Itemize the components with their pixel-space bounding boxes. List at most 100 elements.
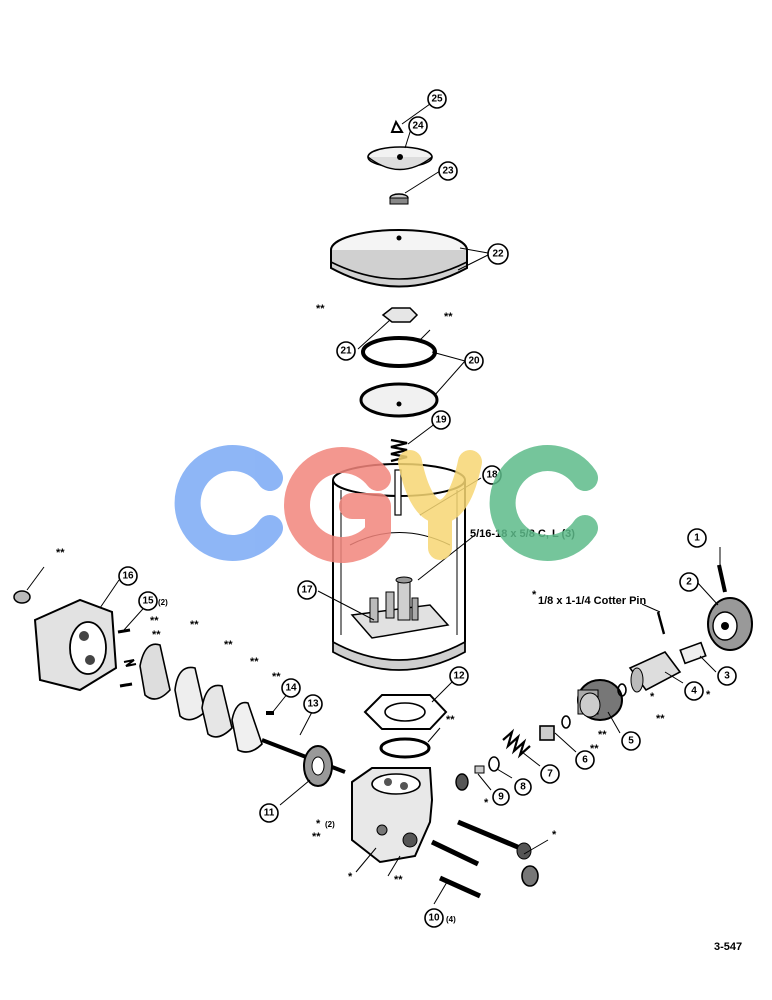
- figure-id: 3-547: [714, 941, 742, 953]
- svg-text:12: 12: [453, 671, 465, 682]
- watermark-y-yellow: [398, 450, 482, 560]
- part-4-stem: [628, 651, 682, 693]
- svg-text:*: *: [706, 689, 711, 701]
- svg-text:6: 6: [582, 755, 588, 766]
- callout-1: 1: [687, 528, 707, 548]
- part-10-bolt-a: [457, 819, 532, 860]
- asterisk-marks: ** ** ** ** ** ** ** ** ** ** * ** ** * …: [56, 303, 711, 886]
- svg-text:**: **: [444, 311, 453, 323]
- svg-text:3: 3: [724, 671, 730, 682]
- svg-text:**: **: [152, 629, 161, 641]
- left-springs: [123, 659, 137, 667]
- callout-2: 2: [679, 572, 699, 592]
- svg-text:15: 15: [142, 596, 154, 607]
- callout-25: 25: [427, 89, 447, 109]
- svg-text:**: **: [150, 615, 159, 627]
- part-20-upper-gasket: [361, 336, 437, 368]
- part-16-housing: [33, 598, 118, 692]
- callout-4: 4: [684, 681, 704, 701]
- callout-16: 16: [118, 566, 138, 586]
- watermark-c-blue: [174, 445, 283, 561]
- part-10-bolt-c: [438, 875, 482, 899]
- watermark-c-green: [489, 445, 598, 561]
- svg-text:23: 23: [442, 166, 454, 177]
- part-10-nut: [521, 865, 539, 887]
- part-24-cap-disc: [367, 146, 433, 171]
- svg-text:**: **: [590, 743, 599, 755]
- housing-cap: [13, 590, 31, 604]
- svg-text:*: *: [552, 829, 557, 841]
- svg-text:**: **: [446, 714, 455, 726]
- svg-text:13: 13: [307, 699, 319, 710]
- svg-text:5: 5: [628, 736, 634, 747]
- part-8-washer: [488, 756, 500, 772]
- svg-text:4: 4: [691, 686, 697, 697]
- svg-text:*: *: [484, 797, 489, 809]
- part-7-spring: [502, 728, 531, 759]
- svg-text:8: 8: [520, 782, 526, 793]
- svg-text:25: 25: [431, 94, 443, 105]
- svg-text:**: **: [272, 671, 281, 683]
- part-17-base-bracket: [350, 576, 450, 639]
- svg-text:9: 9: [498, 792, 504, 803]
- svg-text:24: 24: [412, 121, 424, 132]
- callout-21: 21: [336, 341, 356, 361]
- callout-14: 14: [281, 678, 301, 698]
- part-20-lower-diaphragm: [359, 382, 439, 418]
- callout-7: 7: [540, 764, 560, 784]
- svg-text:17: 17: [301, 585, 313, 596]
- callout-15: 15: [138, 591, 158, 611]
- svg-text:21: 21: [340, 346, 352, 357]
- svg-text:11: 11: [264, 808, 275, 819]
- left-plate: [231, 701, 263, 753]
- qty-10-note: (4): [446, 915, 456, 924]
- svg-text:**: **: [224, 639, 233, 651]
- part-2-knob: [707, 597, 753, 651]
- svg-text:*: *: [532, 589, 537, 601]
- part-12-o-ring: [379, 737, 431, 759]
- callout-9: 9: [492, 788, 510, 806]
- svg-text:**: **: [394, 874, 403, 886]
- watermark-g-red: [284, 447, 391, 563]
- left-gasket-1: [139, 643, 171, 700]
- callout-17: 17: [297, 580, 317, 600]
- part-21-plate: [381, 307, 419, 323]
- callout-19: 19: [431, 410, 451, 430]
- svg-text:14: 14: [285, 683, 297, 694]
- qty-star-note: (2): [325, 820, 335, 829]
- svg-text:16: 16: [122, 571, 134, 582]
- callout-13: 13: [303, 694, 323, 714]
- callout-22: 22: [487, 243, 509, 265]
- part-11-gear: [303, 745, 333, 787]
- part-22-top-cover: [330, 229, 468, 288]
- svg-text:**: **: [56, 547, 65, 559]
- svg-text:**: **: [250, 656, 259, 668]
- svg-text:**: **: [598, 729, 607, 741]
- callout-3: 3: [717, 666, 737, 686]
- part-5-valve-body: [577, 679, 623, 721]
- part-9-plug: [455, 765, 485, 791]
- svg-text:**: **: [312, 831, 321, 843]
- svg-text:10: 10: [428, 913, 440, 924]
- o-ring-5: [617, 683, 627, 697]
- part-25-cotter: [390, 119, 404, 133]
- part-23-nut: [389, 193, 409, 205]
- part-12-flange-gasket: [363, 694, 448, 730]
- pump-body: [351, 767, 434, 864]
- callout-10: 10: [424, 908, 444, 928]
- left-gasket-3: [201, 684, 233, 738]
- svg-text:*: *: [348, 871, 353, 883]
- svg-text:18: 18: [486, 470, 498, 481]
- svg-text:**: **: [656, 713, 665, 725]
- svg-text:*: *: [316, 818, 321, 830]
- cotter-pin-note: 1/8 x 1-1/4 Cotter Pin: [538, 595, 646, 607]
- svg-text:2: 2: [686, 577, 692, 588]
- callout-6: 6: [575, 750, 595, 770]
- part-1-pin: [717, 564, 727, 593]
- svg-text:**: **: [190, 619, 199, 631]
- callout-11: 11: [259, 803, 279, 823]
- svg-text:**: **: [316, 303, 325, 315]
- svg-text:19: 19: [435, 415, 447, 426]
- svg-text:1: 1: [694, 533, 700, 544]
